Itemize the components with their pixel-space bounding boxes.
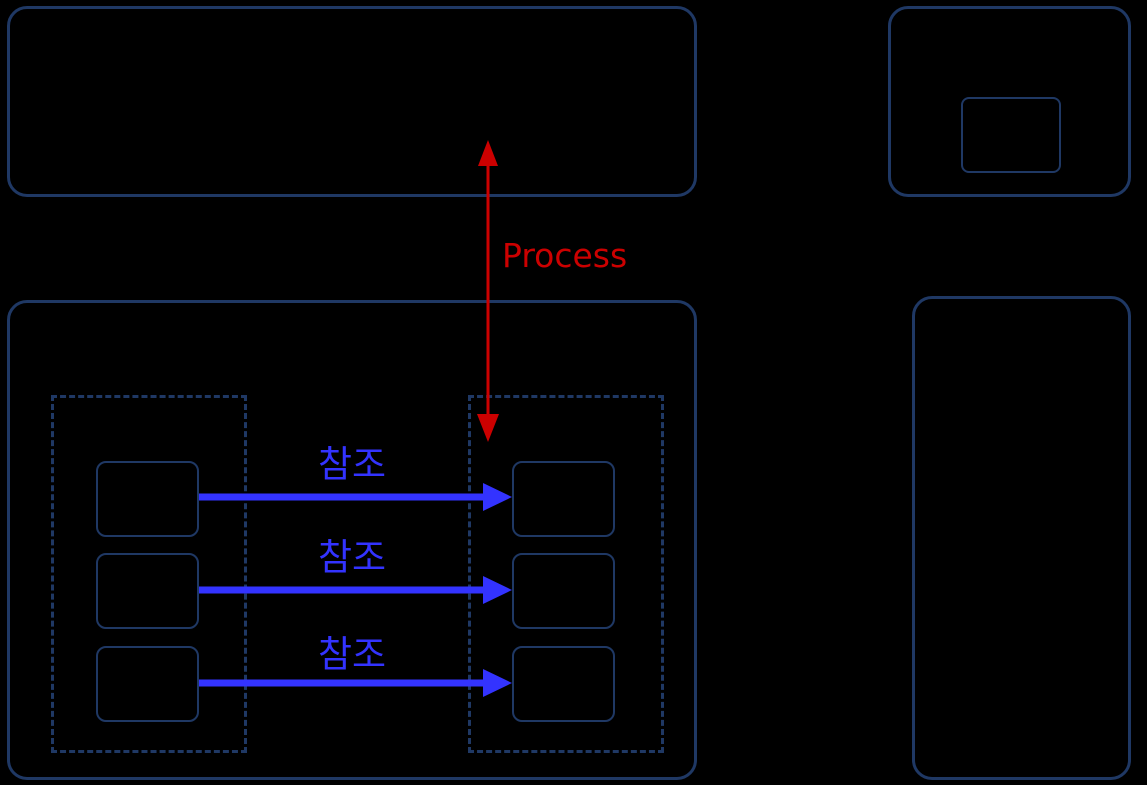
reference-arrow-label-2: 참조 <box>318 536 387 579</box>
right-node-3[interactable] <box>512 646 615 722</box>
top-left-container[interactable] <box>7 6 697 197</box>
process-arrow-label: Process <box>502 236 628 275</box>
left-group-dashed-box <box>51 395 247 753</box>
left-node-1[interactable] <box>96 461 199 537</box>
right-node-1[interactable] <box>512 461 615 537</box>
reference-arrow-label-1: 참조 <box>318 443 387 486</box>
left-node-2[interactable] <box>96 553 199 629</box>
top-right-container[interactable] <box>888 6 1131 197</box>
bottom-left-container[interactable] <box>7 300 697 780</box>
bottom-right-container[interactable] <box>912 296 1131 780</box>
reference-arrow-label-3: 참조 <box>318 633 387 676</box>
top-right-inner-rect[interactable] <box>961 97 1061 173</box>
right-group-dashed-box <box>468 395 664 753</box>
left-node-3[interactable] <box>96 646 199 722</box>
right-node-2[interactable] <box>512 553 615 629</box>
